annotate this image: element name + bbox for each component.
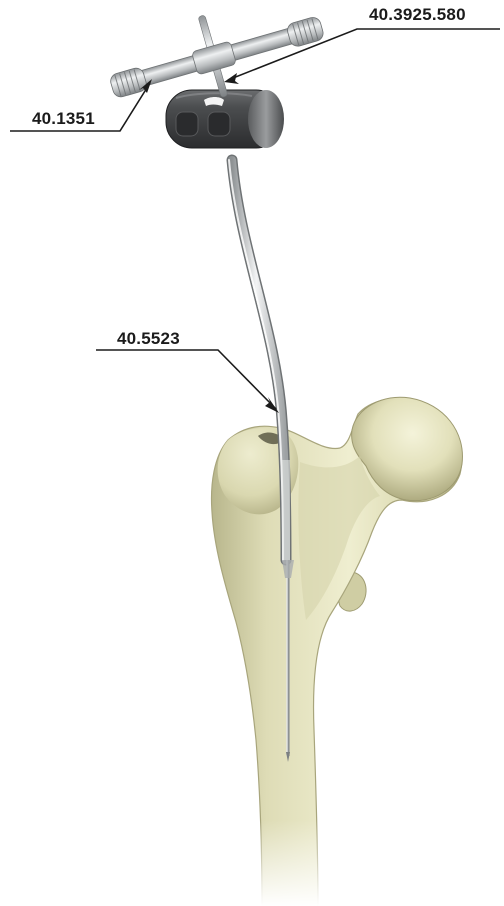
callout-leaders	[10, 29, 500, 409]
callout-label-t-handle: 40.1351	[32, 109, 95, 129]
callout-label-handle-extension: 40.3925.580	[369, 5, 466, 25]
femur-bone	[200, 397, 462, 906]
arrowhead-handle-extension	[224, 73, 239, 84]
handle-block	[166, 90, 284, 148]
leader-guide-wire	[96, 350, 276, 409]
callout-label-guide-wire: 40.5523	[117, 329, 180, 349]
